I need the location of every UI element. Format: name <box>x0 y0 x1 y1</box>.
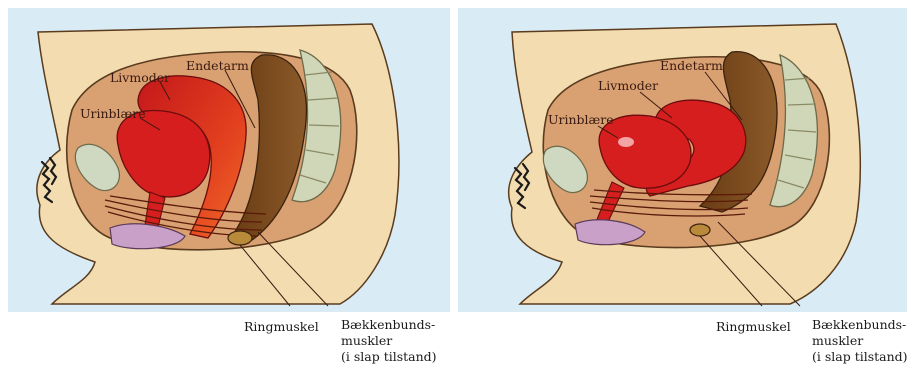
bladder-highlight <box>618 137 634 147</box>
figure-left: Livmoder Endetarm Urinblære Ringmuskel B… <box>8 8 450 364</box>
caption-sphincter: Ringmuskel <box>244 319 319 334</box>
caption-pelvic-floor-line2: muskler <box>812 333 863 348</box>
label-uterus: Livmoder <box>110 70 170 85</box>
figure-right: Livmoder Endetarm Urinblære Ringmuskel B… <box>458 8 908 364</box>
caption-pelvic-floor-line2: muskler <box>341 333 392 348</box>
caption-pelvic-floor-line1: Bækkenbunds- <box>812 317 906 332</box>
caption-pelvic-floor-line1: Bækkenbunds- <box>341 317 435 332</box>
caption-pelvic-floor-line3: (i slap tilstand) <box>812 349 908 364</box>
caption-pelvic-floor-line3: (i slap tilstand) <box>341 349 437 364</box>
caption-sphincter: Ringmuskel <box>716 319 791 334</box>
sphincter-muscle <box>690 224 710 236</box>
label-bladder: Urinblære <box>548 112 614 127</box>
label-rectum: Endetarm <box>186 58 249 73</box>
label-rectum: Endetarm <box>660 58 723 73</box>
label-bladder: Urinblære <box>80 106 146 121</box>
sphincter-muscle <box>228 231 252 245</box>
label-uterus: Livmoder <box>598 78 658 93</box>
